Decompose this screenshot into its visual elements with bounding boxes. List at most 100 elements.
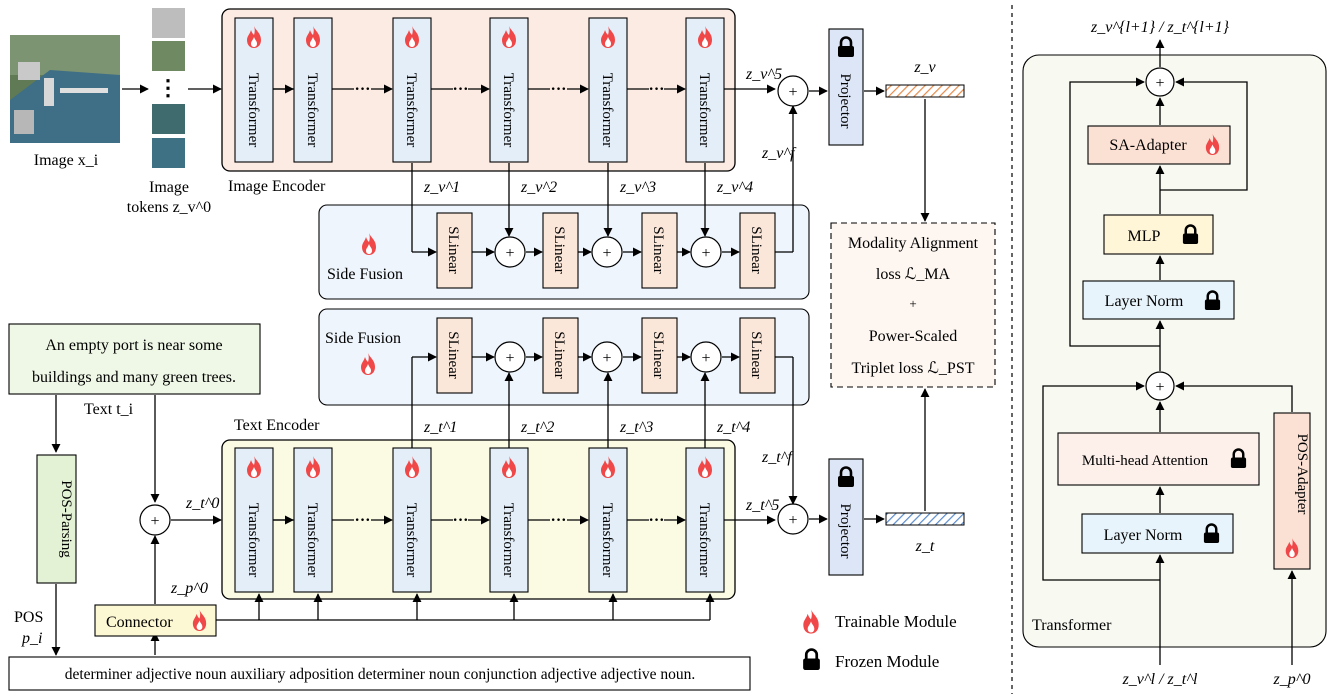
text-slinear-label: SLinear — [748, 331, 764, 378]
text-embedding-bar — [885, 512, 965, 526]
text-block-label: Transformer — [245, 503, 261, 577]
image-encoder-title: Image Encoder — [228, 178, 326, 195]
image-tap-label: z_v^2 — [520, 179, 557, 196]
text-transformer-block[interactable]: Transformer — [685, 447, 725, 593]
image-ellipsis: ··· — [452, 81, 468, 98]
text-caption-box — [8, 323, 261, 395]
image-embedding-bar — [885, 84, 965, 98]
text-transformer-block[interactable]: Transformer — [293, 447, 333, 593]
image-fusion-sum-sign: + — [505, 245, 514, 262]
text-fusion-sum-node — [591, 341, 623, 373]
text-ellipsis: ··· — [648, 512, 664, 529]
text-block-label: Transformer — [500, 503, 516, 577]
text-projector-label: Projector — [837, 504, 853, 559]
text-slinear-label: SLinear — [650, 331, 666, 378]
legend-frozen: Frozen Module — [835, 652, 939, 671]
text-out-label: z_t^5 — [745, 497, 779, 514]
text-ellipsis: ··· — [550, 512, 566, 529]
text-in-label: z_t^0 — [185, 495, 219, 512]
pos-adapter-box[interactable] — [1273, 412, 1311, 570]
image-ellipsis: ··· — [648, 81, 664, 98]
text-fusion-sum-sign: + — [505, 350, 514, 367]
loss-line1: Modality Alignment — [848, 235, 979, 252]
image-ellipsis: ··· — [354, 81, 370, 98]
text-projector-sum-sign: + — [788, 512, 797, 529]
text-projector[interactable]: Projector — [828, 458, 864, 576]
text-slinear-box[interactable]: SLinear — [739, 317, 776, 394]
image-transformer-block[interactable]: Transformer — [489, 17, 529, 163]
text-block-label: Transformer — [403, 503, 419, 577]
image-tokens — [152, 8, 185, 168]
detail-top-sum-sign: + — [1155, 75, 1164, 92]
text-fusion-sum-node — [690, 341, 722, 373]
image-ellipsis: ··· — [550, 81, 566, 98]
tokens-caption-line2: tokens z_v^0 — [127, 199, 211, 216]
layer-norm-1-label: Layer Norm — [1105, 293, 1184, 310]
image-slinear-box[interactable]: SLinear — [739, 212, 776, 289]
image-transformer-block[interactable]: Transformer — [293, 17, 333, 163]
image-tap-label: z_v^3 — [619, 179, 656, 196]
text-slinear-box[interactable]: SLinear — [542, 317, 579, 394]
image-slinear-box[interactable]: SLinear — [436, 212, 473, 289]
text-fused-label: z_t^f — [761, 449, 794, 466]
detail-mid-sum-sign: + — [1155, 379, 1164, 396]
image-embedding-label: z_v — [913, 59, 936, 76]
legend-trainable: Trainable Module — [835, 612, 957, 631]
image-block-label: Transformer — [599, 73, 615, 147]
side-fusion-text-title: Side Fusion — [325, 330, 401, 347]
transformer-detail-panel — [1022, 54, 1327, 648]
image-slinear-box[interactable]: SLinear — [542, 212, 579, 289]
text-transformer-block[interactable]: Transformer — [489, 447, 529, 593]
text-block-label: Transformer — [696, 503, 712, 577]
image-transformer-block[interactable]: Transformer — [685, 17, 725, 163]
transformer-detail-title: Transformer — [1032, 617, 1112, 634]
image-transformer-block[interactable]: Transformer — [392, 17, 432, 163]
image-out-label: z_v^5 — [745, 66, 782, 83]
pos-sequence-box — [8, 656, 751, 691]
text-transformer-block[interactable]: Transformer — [588, 447, 628, 593]
text-slinear-label: SLinear — [551, 331, 567, 378]
text-ellipsis: ··· — [354, 512, 370, 529]
text-caption-line1: An empty port is near some — [45, 337, 222, 354]
tokens-ellipsis: ⋮ — [157, 75, 179, 100]
image-transformer-block[interactable]: Transformer — [234, 17, 274, 163]
image-projector-label: Projector — [837, 74, 853, 129]
text-slinear-label: SLinear — [445, 331, 461, 378]
connector-label: Connector — [106, 614, 173, 631]
image-transformer-block[interactable]: Transformer — [588, 17, 628, 163]
image-slinear-box[interactable]: SLinear — [641, 212, 678, 289]
text-tap-label: z_t^4 — [716, 419, 750, 436]
loss-line3: Power-Scaled — [869, 328, 958, 345]
text-embedding-label: z_t — [915, 538, 935, 555]
text-input-sum-sign: + — [150, 513, 159, 530]
text-input-label: Text t_i — [84, 401, 134, 418]
text-transformer-block[interactable]: Transformer — [234, 447, 274, 593]
tokens-caption-line1: Image — [149, 179, 189, 196]
text-slinear-box[interactable]: SLinear — [436, 317, 473, 394]
pos-label-line1: POS — [14, 609, 43, 626]
text-block-label: Transformer — [304, 503, 320, 577]
image-fusion-sum-node — [690, 236, 722, 268]
image-block-label: Transformer — [500, 73, 516, 147]
text-ellipsis: ··· — [452, 512, 468, 529]
image-fused-label: z_v^f — [761, 145, 797, 162]
layer-norm-2-label: Layer Norm — [1104, 527, 1183, 544]
image-tap-label: z_v^4 — [716, 179, 753, 196]
image-slinear-label: SLinear — [748, 226, 764, 273]
image-block-label: Transformer — [696, 73, 712, 147]
image-caption: Image x_i — [34, 152, 99, 169]
pos-parsing-label: POS-Parsing — [58, 480, 74, 558]
mha-box[interactable] — [1057, 432, 1260, 486]
detail-mid-sum-node — [1145, 371, 1175, 401]
mlp-box[interactable] — [1103, 214, 1214, 255]
text-input-sum-node — [139, 504, 171, 536]
pos-input-label: z_p^0 — [1273, 671, 1311, 688]
text-slinear-box[interactable]: SLinear — [641, 317, 678, 394]
image-slinear-label: SLinear — [551, 226, 567, 273]
loss-line2: loss ℒ_MA — [876, 266, 951, 283]
text-transformer-block[interactable]: Transformer — [392, 447, 432, 593]
pos-sequence: determiner adjective noun auxiliary adpo… — [65, 666, 696, 683]
image-projector[interactable]: Projector — [828, 28, 864, 146]
legend-flame-icon — [803, 609, 819, 634]
side-fusion-image-title: Side Fusion — [327, 266, 403, 283]
